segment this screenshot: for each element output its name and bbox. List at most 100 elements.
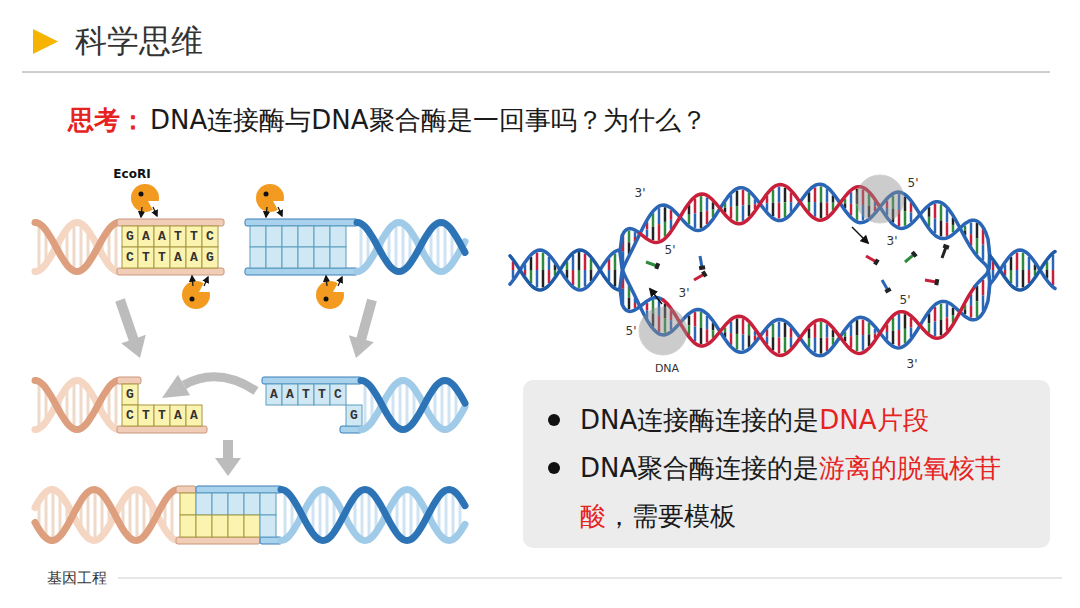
base-pair xyxy=(688,316,691,326)
summary-panel: DNA连接酶连接的是DNA片段DNA聚合酶连接的是游离的脱氧核苷酸，需要模板 xyxy=(523,380,1050,548)
base-pair xyxy=(706,197,709,210)
cut-arrow xyxy=(153,207,157,216)
base-pair xyxy=(778,337,781,353)
base-cell xyxy=(250,247,266,268)
dna-strand xyxy=(281,490,465,541)
strand-end-label: 5' xyxy=(907,176,920,190)
base-pair xyxy=(706,211,709,224)
figure-label: DNA xyxy=(654,362,680,375)
cut-arrow xyxy=(141,207,142,217)
base-pair xyxy=(452,494,455,537)
base-pair xyxy=(444,227,447,268)
nucleotide-base xyxy=(700,256,702,267)
nucleotide-phosphate xyxy=(943,244,950,250)
bullet-item: DNA聚合酶连接的是游离的脱氧核苷酸，需要模板 xyxy=(580,444,1015,540)
base-pair xyxy=(784,188,787,203)
base-pair xyxy=(706,329,709,342)
base-pair xyxy=(736,191,739,207)
base-pair xyxy=(946,223,949,236)
base-pair xyxy=(634,232,637,237)
sugar-backbone xyxy=(262,377,362,384)
enzyme-mouth xyxy=(148,201,161,214)
body-text: DNA聚合酶连接的是 xyxy=(580,453,819,483)
bullet-item: DNA连接酶连接的是DNA片段 xyxy=(580,396,1015,444)
base-cell xyxy=(250,226,266,247)
base-pair xyxy=(646,303,649,310)
body-text: DNA连接酶连接的是 xyxy=(580,405,819,435)
template-strand xyxy=(975,257,990,286)
base-sequence: G xyxy=(126,387,142,403)
direction-arrow xyxy=(852,227,868,243)
base-pair xyxy=(904,329,907,344)
replication-bubble-figure xyxy=(510,175,1055,356)
base-pair xyxy=(548,257,551,270)
sugar-backbone xyxy=(245,219,358,226)
ecori-enzyme xyxy=(131,184,161,217)
base-pair xyxy=(736,334,739,350)
dna-strand xyxy=(361,381,465,430)
strand-end-label: 3' xyxy=(634,186,647,200)
base-pair xyxy=(410,494,413,537)
dna-strand xyxy=(35,381,119,430)
base-pair xyxy=(115,226,118,268)
base-pair xyxy=(826,202,829,215)
polymerase-site xyxy=(856,175,904,223)
base-pair xyxy=(814,338,817,353)
base-pair xyxy=(445,493,448,537)
base-pair xyxy=(578,270,581,288)
base-pair xyxy=(736,206,739,222)
base-pair xyxy=(73,226,76,268)
base-pair xyxy=(742,190,745,206)
base-pair xyxy=(862,335,865,351)
base-pair xyxy=(748,324,751,336)
base-pair xyxy=(970,222,973,234)
base-pair xyxy=(437,226,440,268)
nucleotide-phosphate xyxy=(699,265,706,270)
nucleotide-phosphate xyxy=(911,251,918,258)
base-pair xyxy=(952,308,955,315)
base-pair xyxy=(910,318,913,328)
base-pair xyxy=(982,245,985,261)
base-pair xyxy=(820,338,823,354)
new-strand xyxy=(663,286,975,355)
dna-strand xyxy=(35,490,178,541)
slide-title: 科学思维 xyxy=(75,22,203,60)
strand-end-label: 3' xyxy=(886,234,899,248)
base-cell xyxy=(260,515,276,537)
polymerase-site xyxy=(639,307,687,355)
nucleotide-phosphate xyxy=(873,258,879,265)
base-pair xyxy=(171,495,174,535)
base-pair xyxy=(910,212,913,222)
base-pair xyxy=(530,270,533,283)
base-pair xyxy=(772,190,775,203)
sugar-backbone xyxy=(176,486,196,493)
base-pair xyxy=(658,208,661,224)
base-sequence: AATTC xyxy=(270,387,350,403)
highlight-text: DNA片段 xyxy=(819,405,928,435)
enzyme-eye xyxy=(264,192,269,197)
base-pair xyxy=(578,252,581,270)
base-pair xyxy=(868,334,871,346)
bullet-dot xyxy=(548,462,560,474)
cut-arrow xyxy=(192,276,193,286)
base-pair xyxy=(814,202,817,217)
sugar-backbone xyxy=(117,377,141,384)
base-pair xyxy=(360,227,363,268)
strand-end-label: 3' xyxy=(906,357,919,371)
base-pair xyxy=(694,327,697,342)
base-pair xyxy=(862,320,865,336)
base-pair xyxy=(826,189,829,202)
free-nucleotide xyxy=(693,270,708,282)
base-pair xyxy=(898,314,901,330)
base-cell xyxy=(180,515,196,537)
process-arrow xyxy=(115,298,145,358)
base-pair xyxy=(946,304,949,317)
free-nucleotide xyxy=(903,251,918,265)
base-pair xyxy=(143,497,146,533)
base-pair xyxy=(542,270,545,287)
template-strand xyxy=(620,229,640,252)
base-pair xyxy=(976,286,979,302)
base-pair xyxy=(628,231,631,243)
base-pair xyxy=(784,323,787,338)
